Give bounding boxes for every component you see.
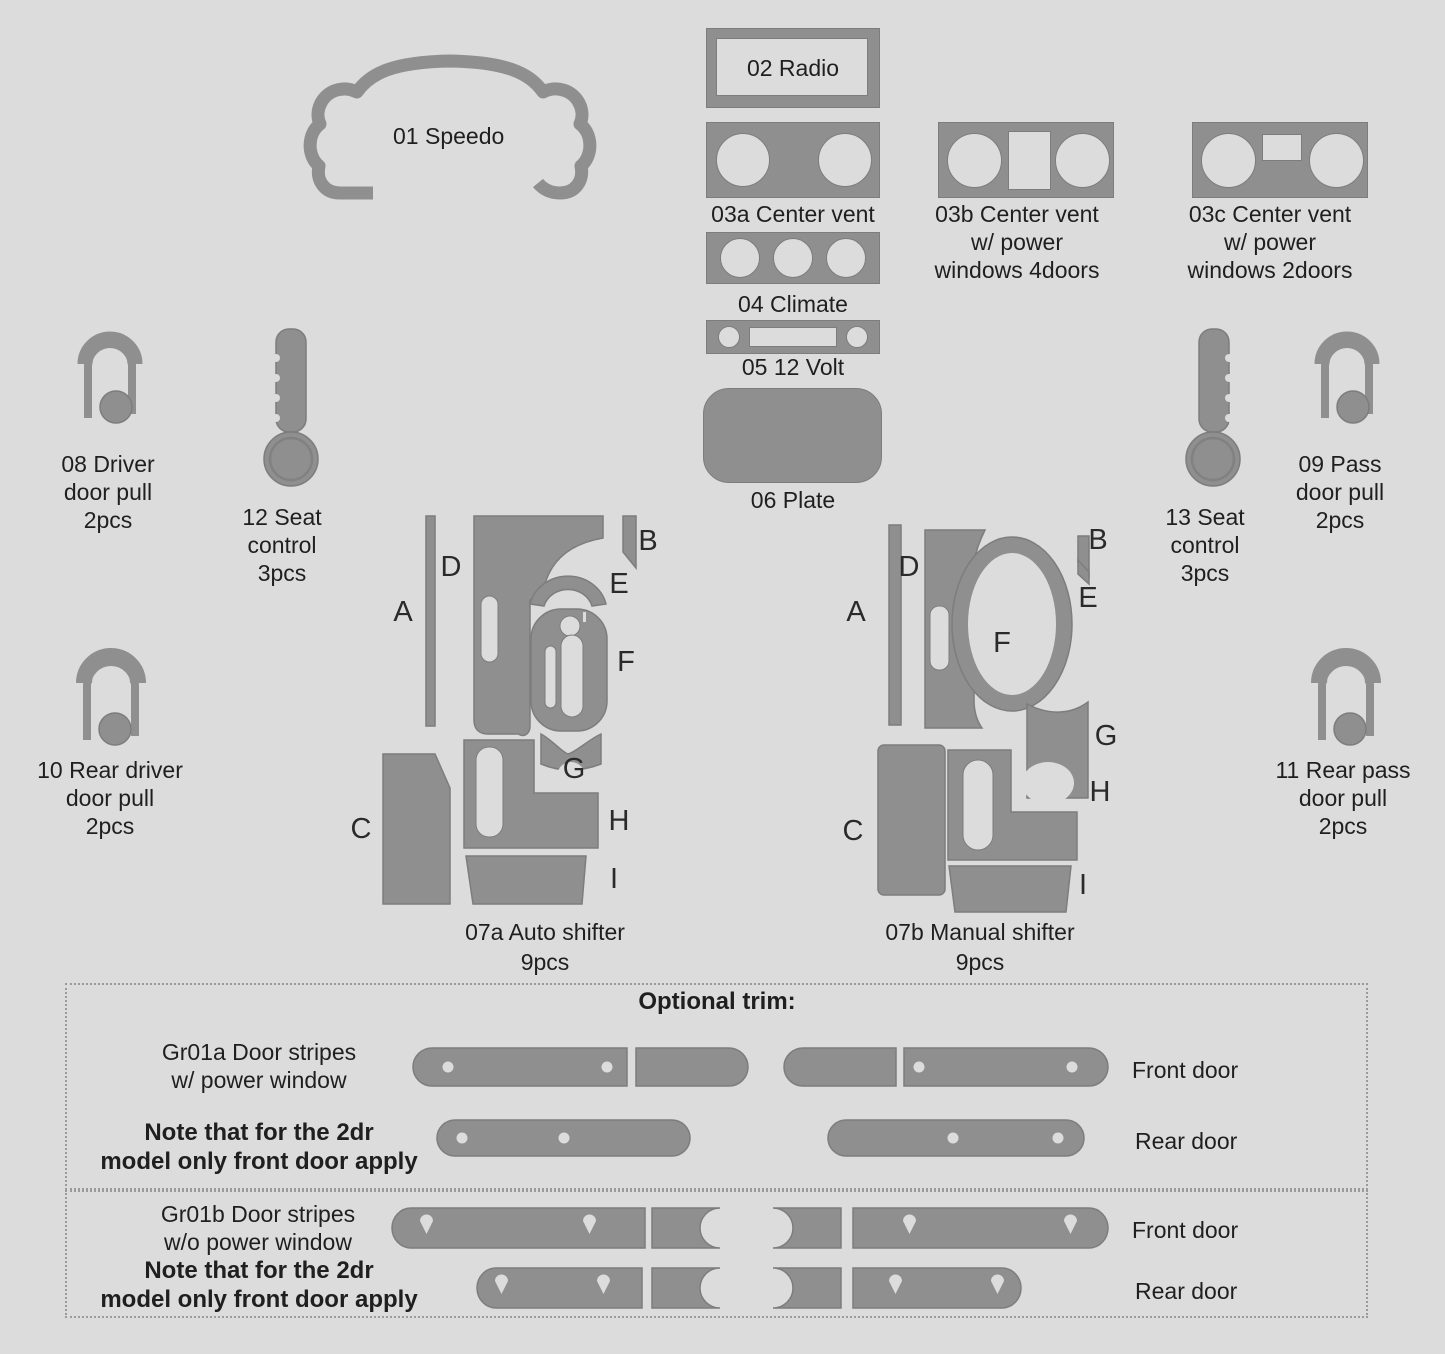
gr01b-front-stripes [391, 1207, 1109, 1249]
gr01a-label: Gr01a Door stripes w/ power window [161, 1039, 357, 1093]
manual-shifter-letter-d: D [898, 551, 920, 583]
pass-door-pull-caption: 09 Pass door pull 2pcs [1295, 451, 1385, 533]
climate-knob-hole [826, 238, 866, 278]
auto-shifter-letter-e: E [609, 568, 629, 600]
climate-label: 04 Climate [738, 291, 848, 317]
manual-shifter-letter-a: A [846, 596, 866, 628]
volt-hole [718, 326, 740, 348]
center-vent-c-caption: 03c Center vent w/ power windows 2doors [1187, 201, 1353, 283]
auto-shifter-pieces: 9pcs [520, 949, 570, 975]
auto-shifter-letter-g: G [562, 753, 586, 785]
gr01b-label: Gr01b Door stripes w/o power window [160, 1201, 356, 1255]
window-switch-hole [1262, 134, 1302, 161]
gr01a-note: Note that for the 2dr model only front d… [100, 1119, 418, 1175]
seat-control-left-caption: 12 Seat control 3pcs [242, 504, 322, 586]
speedo-outline-shape [303, 54, 597, 200]
vent-hole [716, 133, 770, 187]
vent-hole [818, 133, 872, 187]
auto-shifter-letter-d: D [440, 551, 462, 583]
rear-pass-door-pull-icon [1311, 648, 1381, 746]
climate-knob-hole [773, 238, 813, 278]
volt-label: 05 12 Volt [741, 354, 845, 380]
gr01a-front-door-label: Front door [1132, 1057, 1239, 1083]
pass-door-pull-icon [1314, 331, 1380, 424]
manual-shifter-letter-h: H [1089, 776, 1111, 808]
auto-shifter-caption: 07a Auto shifter [465, 919, 625, 945]
seat-control-right-caption: 13 Seat control 3pcs [1165, 504, 1245, 586]
teardrop-hole [889, 1274, 1004, 1294]
volt-part [706, 320, 880, 354]
manual-shifter-letter-g: G [1094, 720, 1118, 752]
center-vent-a-label: 03a Center vent [711, 201, 875, 227]
center-vent-b-part [938, 122, 1114, 198]
manual-shifter-letter-f: F [993, 627, 1011, 659]
gr01a-rear-stripes [436, 1119, 1085, 1157]
gr01a-rear-door-label: Rear door [1135, 1128, 1238, 1154]
auto-shifter-diagram [382, 515, 637, 905]
gr01b-rear-door-label: Rear door [1135, 1278, 1238, 1304]
manual-shifter-letter-i: I [1078, 869, 1088, 901]
teardrop-hole [495, 1274, 610, 1294]
gr01b-rear-stripes [476, 1267, 1022, 1309]
optional-trim-box-gr01b [65, 1190, 1368, 1318]
volt-hole [846, 326, 868, 348]
plate-part [703, 388, 882, 483]
manual-shifter-pieces: 9pcs [955, 949, 1005, 975]
vent-hole [1309, 133, 1364, 188]
teardrop-hole [420, 1214, 596, 1234]
manual-shifter-diagram [877, 524, 1090, 913]
center-vent-a-part [706, 122, 880, 198]
manual-shifter-letter-c: C [842, 815, 864, 847]
teardrop-hole [903, 1214, 1077, 1234]
seat-control-left-icon [263, 328, 319, 487]
speedo-label: 01 Speedo [393, 123, 505, 149]
auto-shifter-letter-f: F [617, 646, 635, 678]
center-vent-c-part [1192, 122, 1368, 198]
gr01b-note: Note that for the 2dr model only front d… [100, 1257, 418, 1313]
optional-trim-heading: Optional trim: [638, 988, 796, 1015]
climate-knob-hole [720, 238, 760, 278]
manual-shifter-letter-b: B [1088, 524, 1108, 556]
auto-shifter-letter-a: A [393, 596, 413, 628]
auto-shifter-letter-b: B [638, 525, 658, 557]
rear-pass-door-pull-caption: 11 Rear pass door pull 2pcs [1275, 757, 1411, 839]
manual-shifter-caption: 07b Manual shifter [885, 919, 1075, 945]
center-vent-b-caption: 03b Center vent w/ power windows 4doors [934, 201, 1100, 283]
auto-shifter-letter-c: C [350, 813, 372, 845]
vent-hole [947, 133, 1002, 188]
climate-part [706, 232, 880, 284]
optional-trim-box-gr01a [65, 983, 1368, 1190]
radio-part [706, 28, 880, 108]
auto-shifter-letter-h: H [608, 805, 630, 837]
radio-label: 02 Radio [746, 55, 840, 81]
gr01a-front-stripes [412, 1047, 1109, 1087]
vent-hole [1055, 133, 1110, 188]
driver-door-pull-icon [77, 331, 143, 424]
auto-shifter-letter-i: I [609, 863, 619, 895]
rear-driver-door-pull-caption: 10 Rear driver door pull 2pcs [37, 757, 183, 839]
radio-opening [716, 38, 868, 96]
seat-control-right-icon [1185, 328, 1241, 487]
plate-label: 06 Plate [750, 487, 836, 513]
vent-hole [1201, 133, 1256, 188]
window-switch-hole [1008, 131, 1051, 190]
manual-shifter-letter-e: E [1078, 582, 1098, 614]
rear-driver-door-pull-icon [76, 648, 146, 746]
volt-slot [749, 327, 837, 347]
gr01b-front-door-label: Front door [1132, 1217, 1239, 1243]
driver-door-pull-caption: 08 Driver door pull 2pcs [61, 451, 155, 533]
